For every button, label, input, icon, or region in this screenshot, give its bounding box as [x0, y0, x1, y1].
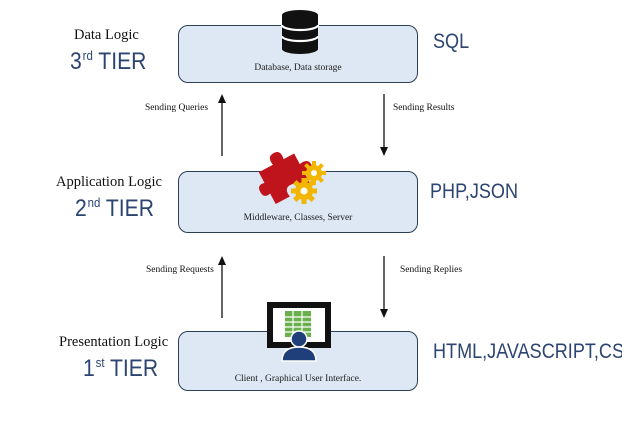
monitor-user-icon [267, 302, 331, 362]
down-arrow-replies [380, 256, 388, 318]
tier3-label: 3rd TIER [70, 48, 146, 76]
sending-replies-label: Sending Replies [400, 265, 463, 275]
tier2-label: 2nd TIER [75, 195, 154, 223]
tier1-label: 1st TIER [83, 355, 158, 383]
up-arrow-requests [218, 256, 226, 318]
database-icon [280, 10, 320, 54]
puzzle-gears-icon [258, 152, 326, 205]
tier2-ordinal-suffix: nd [87, 195, 101, 210]
tier2-ordinal: 2 [75, 195, 87, 222]
sending-results-label: Sending Results [393, 103, 455, 113]
application-tier-description: Middleware, Classes, Server [243, 213, 353, 223]
tier1-ordinal-suffix: st [95, 355, 105, 370]
tier2-tech: PHP,JSON [430, 180, 519, 203]
tier3-ordinal: 3 [70, 48, 82, 75]
tier2-logic-label: Application Logic [56, 174, 162, 190]
data-tier-description: Database, Data storage [254, 63, 342, 73]
up-arrow-queries [218, 94, 226, 156]
sending-queries-label: Sending Queries [145, 103, 209, 113]
tier3-ordinal-suffix: rd [82, 48, 93, 63]
tier1-logic-label: Presentation Logic [59, 334, 169, 350]
tier1-tier-word: TIER [110, 355, 159, 382]
tier1-ordinal: 1 [83, 355, 95, 382]
sending-requests-label: Sending Requests [146, 265, 214, 275]
tier3-tech: SQL [433, 30, 470, 53]
tier3-tier-word: TIER [98, 48, 147, 75]
tier1-tech: HTML,JAVASCRIPT,CSS [433, 340, 622, 363]
down-arrow-results [380, 94, 388, 156]
tier2-tier-word: TIER [105, 195, 154, 222]
presentation-tier-description: Client , Graphical User Interface. [234, 374, 362, 384]
tier3-logic-label: Data Logic [74, 27, 139, 43]
